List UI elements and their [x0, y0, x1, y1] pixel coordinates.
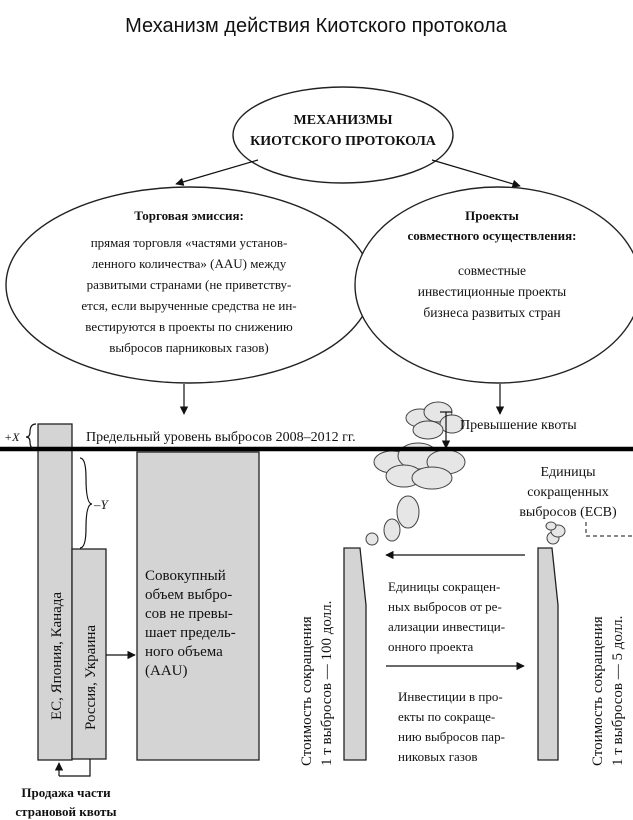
total-line-1: Совокупный — [145, 568, 226, 584]
cost-left-line-1: Стоимость сокращения — [299, 616, 315, 766]
mechanisms-ellipse — [232, 86, 454, 184]
investment-line-2: екты по сокраще- — [398, 709, 495, 724]
investment-line-1: Инвестиции в про- — [398, 689, 503, 704]
emission-trading-line-2: ленного количества» (AAU) между — [92, 256, 287, 271]
arrow-to-joint — [431, 159, 521, 188]
arrow-to-trading — [175, 159, 259, 186]
joint-implementation-line-1: совместные — [458, 263, 526, 278]
minus-y-label: –Y — [93, 497, 110, 512]
eru-line-3: выбросов (ЕСВ) — [519, 505, 617, 520]
emission-limit-label: Предельный уровень выбросов 2008–2012 гг… — [86, 430, 356, 445]
emission-cloud — [365, 401, 466, 546]
joint-implementation-heading-2: совместного осуществления: — [408, 228, 577, 243]
factory-right — [537, 547, 559, 761]
cost-right-line-2: 1 т выбросов — 5 долл. — [610, 616, 626, 766]
total-line-6: (AAU) — [145, 663, 188, 679]
factory-left — [343, 547, 367, 761]
total-line-4: шает предель- — [145, 625, 236, 641]
plus-x-label: +X — [4, 430, 20, 444]
page-title: Механизм действия Киотского протокола — [125, 15, 508, 37]
emission-trading-line-6: выбросов парниковых газов) — [109, 340, 269, 355]
eru-line-2: сокращенных — [527, 485, 609, 500]
emission-trading-line-1: прямая торговля «частями установ- — [91, 235, 288, 250]
eru-flow-line-3: ализации инвестици- — [388, 619, 505, 634]
cost-left-line-2: 1 т выбросов — 100 долл. — [319, 601, 335, 766]
investment-line-4: никовых газов — [398, 749, 478, 764]
cost-right-line-1: Стоимость сокращения — [590, 616, 606, 766]
bar-russia-ukraine — [71, 548, 107, 760]
bar-eu-japan-canada — [37, 423, 73, 761]
total-line-5: ного объема — [145, 644, 223, 660]
eru-line-1: Единицы — [540, 465, 596, 480]
total-line-2: объем выбро- — [145, 587, 232, 603]
eru-flow-line-1: Единицы сокращен- — [388, 579, 500, 594]
eru-flow-line-2: ных выбросов от ре- — [388, 599, 502, 614]
bar-eu-label: ЕС, Япония, Канада — [49, 592, 65, 720]
joint-implementation-ellipse — [354, 186, 633, 384]
bar-russia-label: Россия, Украина — [83, 625, 99, 730]
sale-connector — [59, 759, 91, 777]
investment-line-3: нию выбросов пар- — [398, 729, 505, 744]
total-volume-box — [136, 451, 260, 761]
joint-implementation-line-2: инвестиционные проекты — [418, 284, 567, 299]
emission-trading-line-4: ется, если вырученные средства не ин- — [81, 298, 296, 313]
small-smoke — [545, 521, 566, 545]
emission-trading-line-5: вестируются в проекты по снижению — [85, 319, 293, 334]
emission-trading-heading: Торговая эмиссия: — [134, 208, 244, 223]
plus-x-brace — [25, 423, 37, 450]
eru-dashed-border — [585, 522, 633, 537]
total-line-3: сов не превы- — [145, 606, 233, 622]
mechanisms-title-1: МЕХАНИЗМЫ — [294, 113, 393, 128]
quota-excess-label: Превышение квоты — [460, 418, 577, 433]
emission-trading-line-3: развитыми странами (не приветству- — [87, 277, 292, 292]
sale-label-2: страновой квоты — [15, 804, 116, 819]
joint-implementation-line-3: бизнеса развитых стран — [423, 305, 560, 320]
sale-label-1: Продажа части — [21, 785, 111, 800]
mechanisms-title-2: КИОТСКОГО ПРОТОКОЛА — [250, 134, 437, 149]
eru-flow-line-4: онного проекта — [388, 639, 474, 654]
minus-y-brace — [79, 457, 93, 549]
joint-implementation-heading-1: Проекты — [465, 208, 519, 223]
